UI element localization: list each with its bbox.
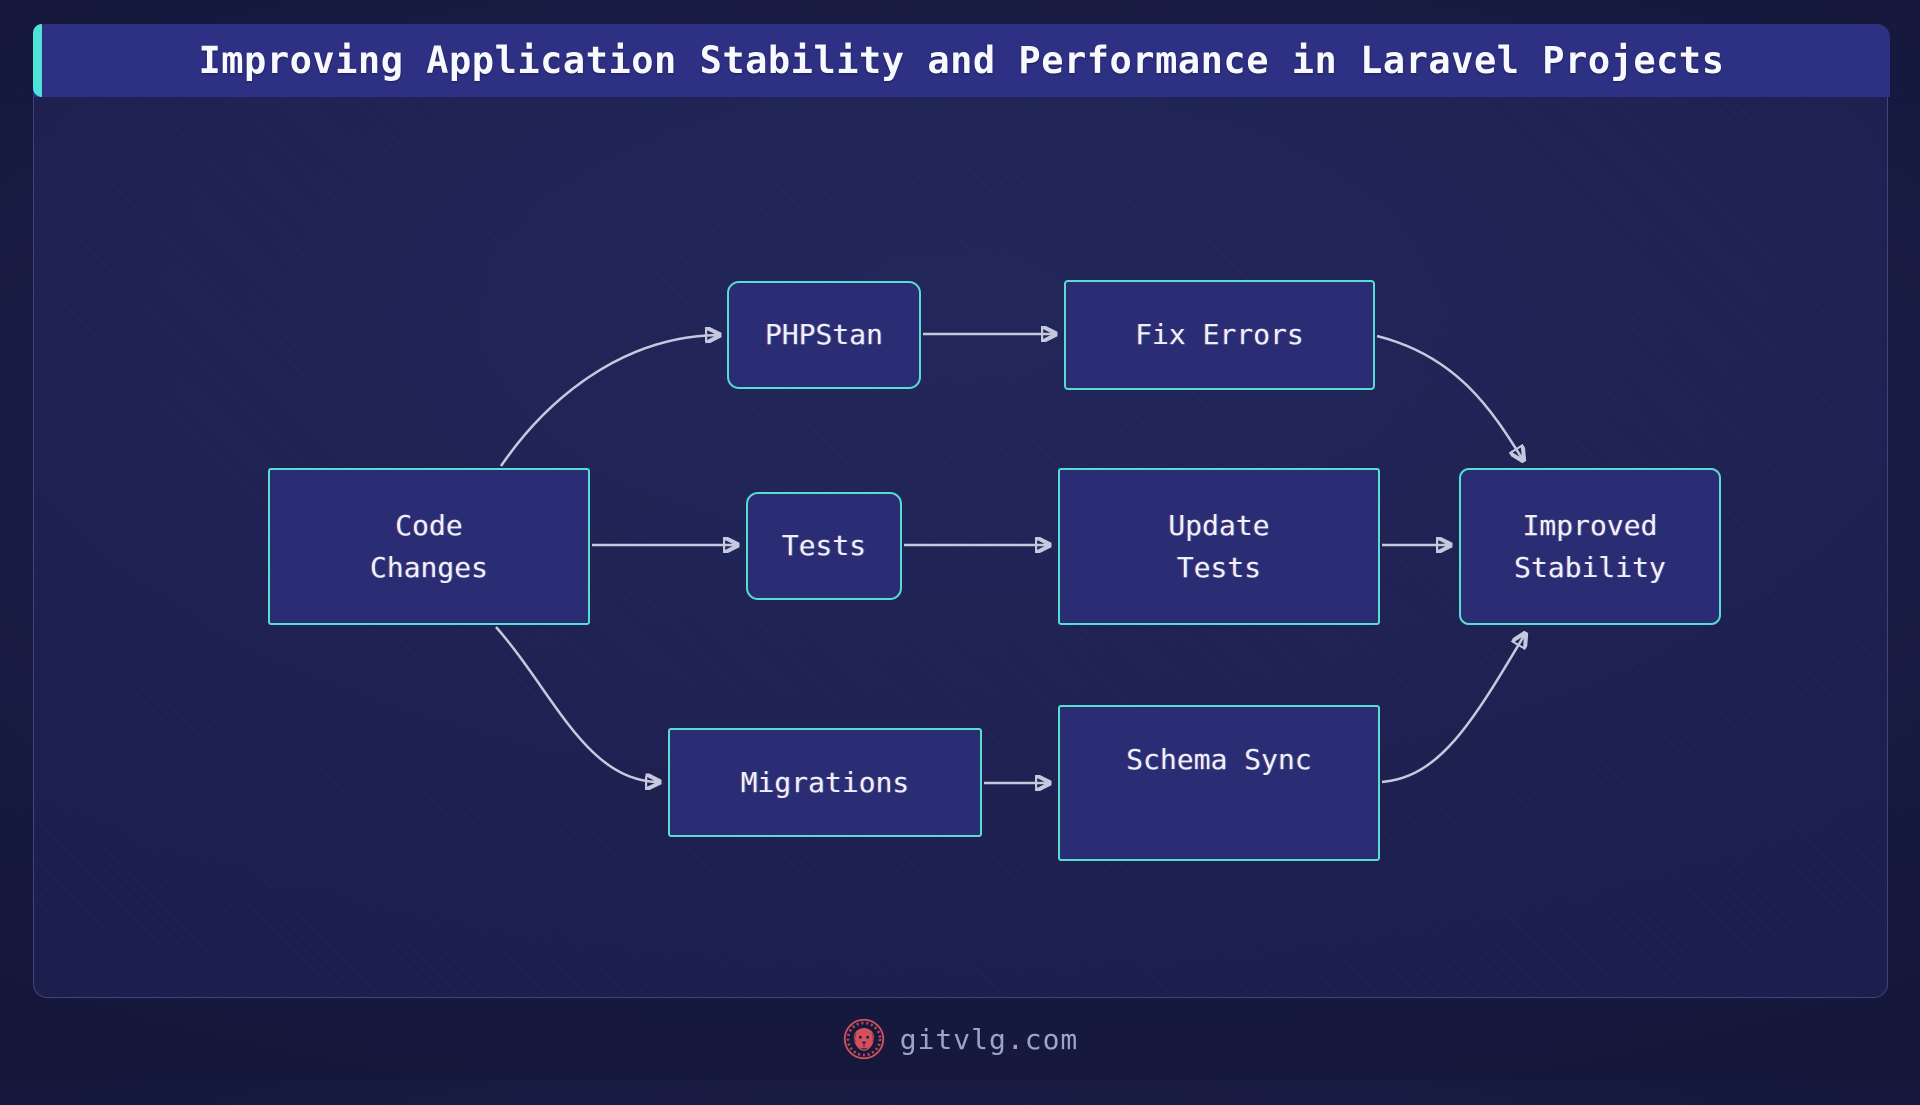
node-migrations: Migrations — [668, 728, 982, 837]
diagram-container: Improving Application Stability and Perf… — [33, 24, 1890, 998]
node-schema-sync: Schema Sync — [1058, 705, 1380, 861]
node-fix-errors: Fix Errors — [1064, 280, 1375, 390]
edge-code-changes-to-migrations — [495, 626, 659, 782]
node-code-changes: Code Changes — [268, 468, 590, 625]
edge-schema-sync-to-improved — [1381, 634, 1525, 784]
edge-fix-errors-to-improved — [1376, 334, 1523, 460]
footer-site-text: gitvlg.com — [899, 1022, 1079, 1056]
edge-code-changes-to-phpstan — [499, 335, 719, 467]
node-improved-stability: Improved Stability — [1459, 468, 1721, 625]
page-title: Improving Application Stability and Perf… — [198, 39, 1725, 82]
title-accent-bar — [33, 24, 42, 97]
node-phpstan: PHPStan — [727, 281, 921, 389]
lion-logo-icon — [843, 1018, 884, 1060]
title-bar: Improving Application Stability and Perf… — [33, 24, 1890, 97]
footer: gitvlg.com — [0, 998, 1920, 1080]
page: Improving Application Stability and Perf… — [0, 24, 1920, 1080]
node-tests: Tests — [746, 492, 902, 600]
node-update-tests: Update Tests — [1058, 468, 1380, 625]
